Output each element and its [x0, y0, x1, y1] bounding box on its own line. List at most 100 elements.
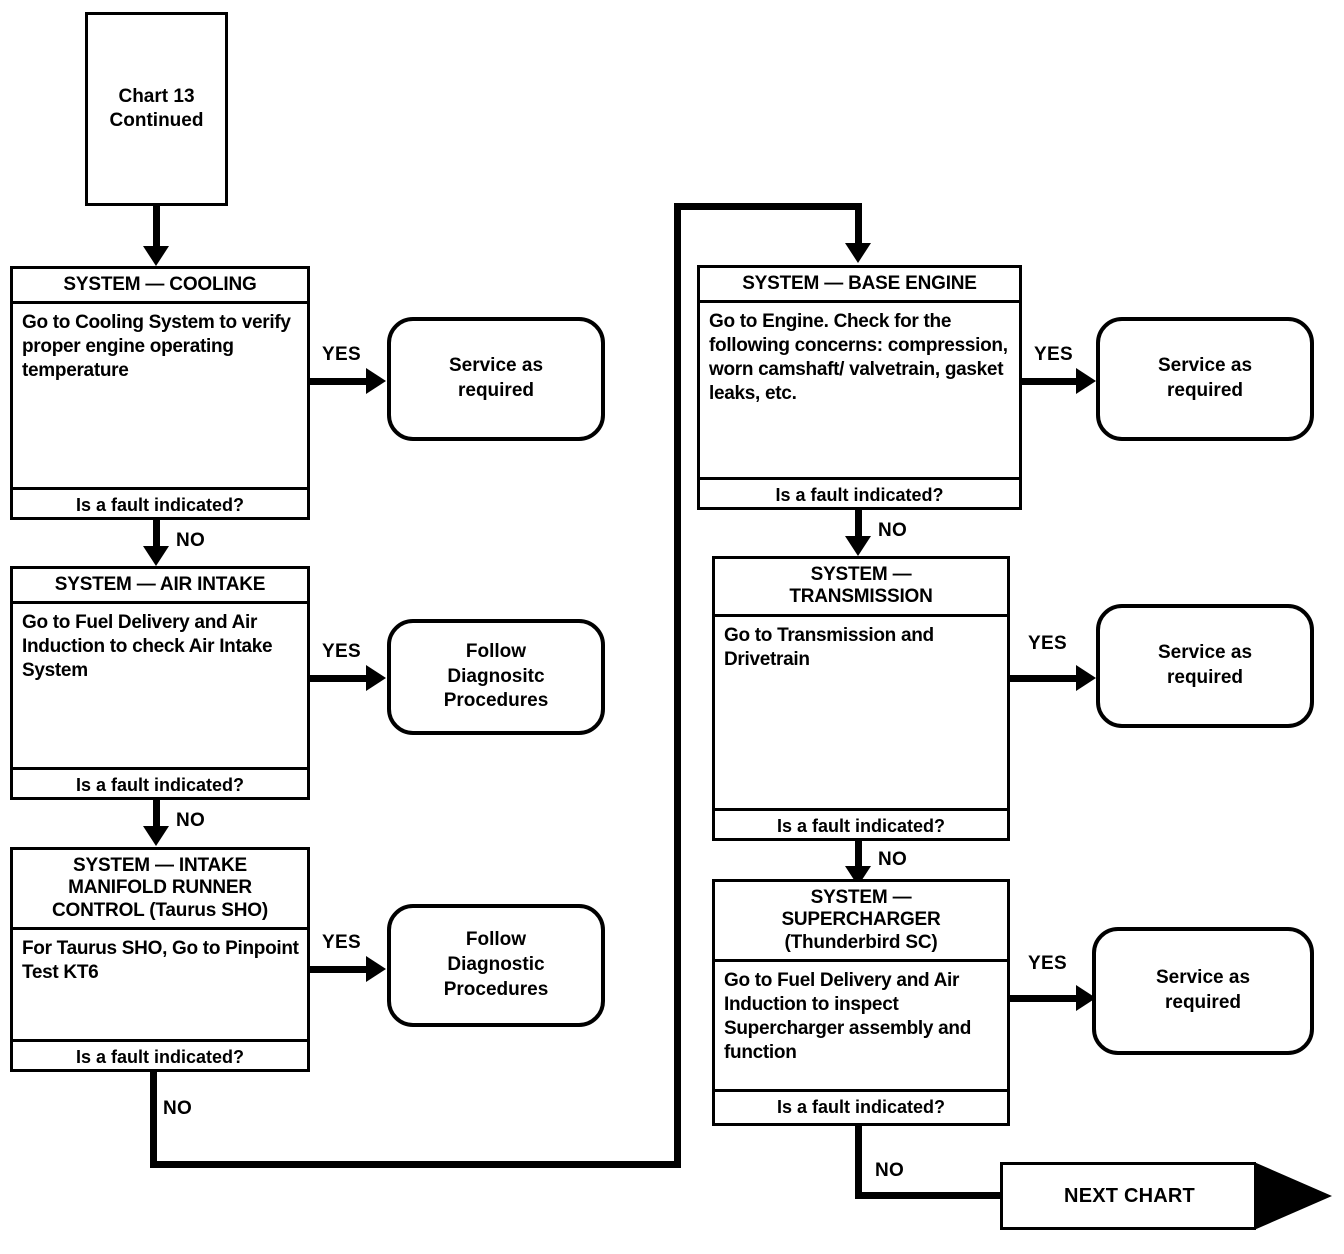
outcome-supercharger-line-1: Service as: [1155, 967, 1251, 989]
arrow-base-engine-no: [845, 536, 871, 556]
outcome-base-engine-line-1: Service as: [1157, 355, 1253, 377]
connector-air-intake-yes: [310, 675, 370, 682]
node-system-cooling-title: SYSTEM — COOLING: [13, 269, 307, 305]
connector-start-to-cooling: [153, 206, 160, 250]
edge-label-imrc-no: NO: [163, 1098, 193, 1119]
outcome-transmission-line-2: required: [1166, 667, 1244, 688]
node-system-air-intake-body: Go to Fuel Delivery and Air Induction to…: [13, 604, 307, 771]
outcome-imrc-text: Follow Diagnostic Procedures: [444, 928, 549, 1002]
node-imrc-question: Is a fault indicated?: [75, 1047, 245, 1068]
edge-label-cooling-no: NO: [176, 530, 206, 551]
node-supercharger-title: SYSTEM — SUPERCHARGER (Thunderbird SC): [715, 882, 1007, 963]
outcome-air-intake-follow-diagnostic-procedures[interactable]: Follow Diagnositc Procedures: [387, 619, 605, 735]
next-chart-arrow-icon: [1254, 1162, 1332, 1230]
outcome-base-engine-text: Service as required: [1158, 354, 1252, 403]
start-node-line-2: Continued: [109, 110, 204, 131]
node-base-engine-title: SYSTEM — BASE ENGINE: [700, 268, 1019, 304]
node-system-cooling-body: Go to Cooling System to verify proper en…: [13, 304, 307, 491]
edge-label-base-engine-yes: YES: [1034, 344, 1073, 365]
next-chart-banner[interactable]: NEXT CHART: [1000, 1162, 1332, 1230]
connector-supercharger-no-vertical: [855, 1126, 862, 1198]
arrow-cooling-no: [143, 546, 169, 566]
outcome-transmission-line-1: Service as: [1157, 642, 1253, 664]
start-node-text: Chart 13 Continued: [110, 85, 204, 133]
connector-base-engine-no: [855, 510, 862, 542]
node-imrc-title: SYSTEM — INTAKE MANIFOLD RUNNER CONTROL …: [13, 850, 307, 931]
node-transmission-title: SYSTEM — TRANSMISSION: [715, 559, 1007, 617]
outcome-supercharger-text: Service as required: [1156, 966, 1250, 1015]
node-system-air-intake[interactable]: SYSTEM — AIR INTAKE Go to Fuel Delivery …: [10, 566, 310, 800]
arrow-supercharger-yes: [1076, 985, 1096, 1011]
outcome-air-intake-line-3: Procedures: [443, 690, 549, 712]
outcome-cooling-service-as-required[interactable]: Service as required: [387, 317, 605, 441]
outcome-air-intake-line-2: Diagnositc: [447, 665, 545, 687]
node-base-engine-question: Is a fault indicated?: [775, 485, 944, 506]
node-system-cooling[interactable]: SYSTEM — COOLING Go to Cooling System to…: [10, 266, 310, 520]
edge-label-supercharger-no: NO: [875, 1160, 905, 1181]
node-transmission-title-line-1: SYSTEM —: [810, 564, 912, 585]
edge-label-base-engine-no: NO: [878, 520, 908, 541]
connector-air-intake-no: [153, 800, 160, 832]
outcome-base-engine-service-as-required[interactable]: Service as required: [1096, 317, 1314, 441]
start-node-chart-13-continued[interactable]: Chart 13 Continued: [85, 12, 228, 206]
node-transmission-body: Go to Transmission and Drivetrain: [715, 617, 1007, 812]
arrow-air-intake-yes: [366, 665, 386, 691]
node-system-intake-manifold-runner-control[interactable]: SYSTEM — INTAKE MANIFOLD RUNNER CONTROL …: [10, 847, 310, 1072]
node-system-supercharger[interactable]: SYSTEM — SUPERCHARGER (Thunderbird SC) G…: [712, 879, 1010, 1126]
outcome-imrc-line-3: Procedures: [443, 978, 549, 1000]
edge-label-transmission-no: NO: [878, 849, 908, 870]
node-system-transmission[interactable]: SYSTEM — TRANSMISSION Go to Transmission…: [712, 556, 1010, 841]
outcome-base-engine-line-2: required: [1166, 380, 1244, 401]
node-supercharger-body: Go to Fuel Delivery and Air Induction to…: [715, 962, 1007, 1093]
node-supercharger-title-line-3: (Thunderbird SC): [784, 931, 938, 953]
node-imrc-body: For Taurus SHO, Go to Pinpoint Test KT6: [13, 930, 307, 1043]
start-node-line-1: Chart 13: [118, 86, 195, 108]
node-transmission-question: Is a fault indicated?: [776, 816, 946, 837]
edge-label-cooling-yes: YES: [322, 344, 361, 365]
outcome-transmission-service-as-required[interactable]: Service as required: [1096, 604, 1314, 728]
node-base-engine-body: Go to Engine. Check for the following co…: [700, 303, 1019, 481]
outcome-imrc-follow-diagnostic-procedures[interactable]: Follow Diagnostic Procedures: [387, 904, 605, 1027]
edge-label-supercharger-yes: YES: [1028, 953, 1067, 974]
connector-supercharger-yes: [1010, 995, 1080, 1002]
node-transmission-title-line-2: TRANSMISSION: [789, 586, 933, 608]
arrow-cooling-yes: [366, 368, 386, 394]
node-system-air-intake-question: Is a fault indicated?: [75, 775, 245, 796]
connector-imrc-no-horizontal: [150, 1161, 681, 1168]
connector-base-engine-yes: [1022, 378, 1080, 385]
arrow-base-engine-yes: [1076, 368, 1096, 394]
outcome-supercharger-service-as-required[interactable]: Service as required: [1092, 927, 1314, 1055]
outcome-air-intake-text: Follow Diagnositc Procedures: [444, 640, 549, 714]
node-imrc-title-line-1: SYSTEM — INTAKE: [73, 855, 247, 876]
edge-label-transmission-yes: YES: [1028, 633, 1067, 654]
outcome-cooling-text: Service as required: [449, 354, 543, 403]
outcome-cooling-line-1: Service as: [448, 355, 544, 377]
next-chart-label: NEXT CHART: [1000, 1162, 1256, 1230]
outcome-transmission-text: Service as required: [1158, 641, 1252, 690]
connector-cooling-no: [153, 520, 160, 552]
outcome-imrc-line-2: Diagnostic: [447, 954, 545, 976]
connector-imrc-no-vertical: [150, 1069, 157, 1168]
connector-transmission-yes: [1010, 675, 1080, 682]
outcome-supercharger-line-2: required: [1164, 992, 1242, 1013]
node-system-cooling-question: Is a fault indicated?: [75, 495, 245, 516]
node-system-base-engine[interactable]: SYSTEM — BASE ENGINE Go to Engine. Check…: [697, 265, 1022, 510]
node-supercharger-question: Is a fault indicated?: [776, 1097, 946, 1118]
outcome-cooling-line-2: required: [457, 380, 535, 401]
connector-feed-riser: [674, 203, 681, 1165]
arrow-air-intake-no: [143, 826, 169, 846]
outcome-air-intake-line-1: Follow: [465, 640, 527, 662]
node-supercharger-title-line-2: SUPERCHARGER: [781, 909, 941, 931]
connector-supercharger-no-horizontal: [855, 1192, 1005, 1199]
connector-imrc-yes: [310, 966, 370, 973]
arrow-feed-to-base-engine: [845, 243, 871, 263]
edge-label-air-intake-yes: YES: [322, 641, 361, 662]
outcome-imrc-line-1: Follow: [465, 929, 527, 951]
connector-feed-top-rail: [674, 203, 862, 210]
node-imrc-title-line-3: CONTROL (Taurus SHO): [52, 899, 268, 921]
edge-label-imrc-yes: YES: [322, 932, 361, 953]
edge-label-air-intake-no: NO: [176, 810, 206, 831]
arrow-transmission-yes: [1076, 665, 1096, 691]
connector-transmission-no: [855, 841, 862, 873]
